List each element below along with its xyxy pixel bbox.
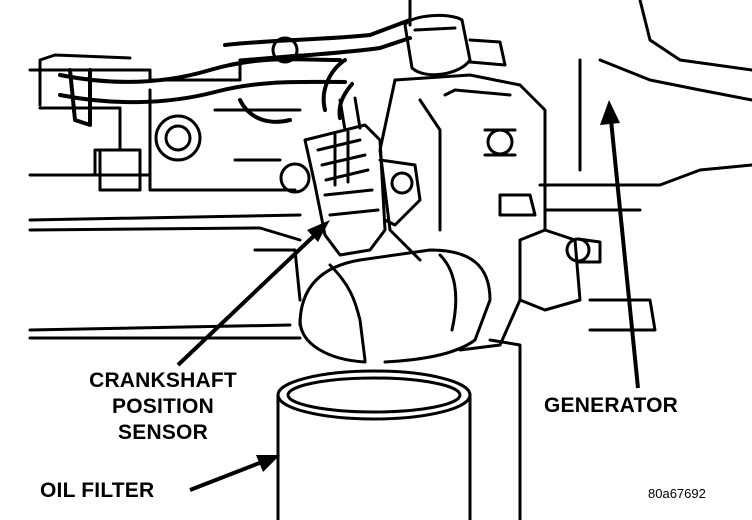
crankshaft-label-line-3: SENSOR	[118, 421, 208, 444]
engine-block	[28, 0, 752, 340]
oil-filter-leader	[189, 460, 263, 492]
engine-bosses	[98, 36, 311, 194]
crankshaft-label-line-1: CRANKSHAFT	[89, 369, 237, 392]
generator-leader	[609, 119, 640, 389]
crank-sensor-leader	[176, 230, 320, 367]
upper-connector	[403, 0, 507, 77]
crankshaft-position-sensor-label: CRANKSHAFT POSITION SENSOR	[58, 368, 268, 446]
generator-arrowhead	[600, 100, 620, 125]
crank-sensor-arrowhead	[307, 220, 330, 242]
oil-filter-label: OIL FILTER	[40, 479, 155, 502]
oil-filter-arrowhead	[256, 455, 280, 472]
callout-arrows	[176, 100, 640, 492]
oil-filter	[276, 338, 522, 520]
generator-label: GENERATOR	[544, 394, 679, 417]
oil-filter-adapter	[298, 248, 492, 364]
figure-id: 80a67692	[648, 486, 706, 501]
crankshaft-position-sensor	[303, 96, 422, 257]
housing	[378, 73, 602, 352]
crankshaft-label-line-2: POSITION	[112, 395, 214, 418]
wiring-harness	[58, 18, 412, 127]
